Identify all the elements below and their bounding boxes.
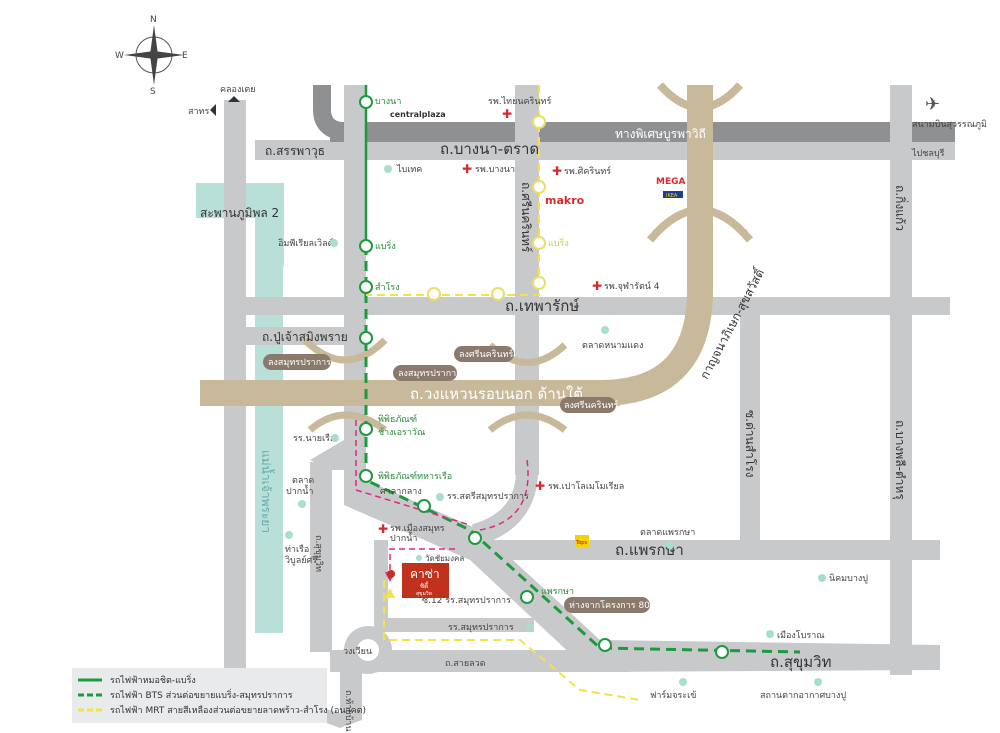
- bubble-exit-3: ลงศรีนครินทร์: [459, 348, 514, 360]
- road-label-sanphawut: ถ.สรรพาวุธ: [265, 144, 325, 159]
- road-label-sukhumvit: ถ.สุขุมวิท: [770, 653, 831, 672]
- hospital-icon: ✚: [552, 164, 562, 178]
- road-label-srinakarin: ถ.ศรีนครินทร์: [519, 182, 533, 253]
- project-name: คาซ่า: [410, 567, 440, 581]
- road-label-outer-ring: ถ.วงแหวนรอบนอก ด้านใต้: [410, 385, 583, 403]
- roundabout-label: วงเวียน: [343, 646, 372, 657]
- road-label-king-kaeo: ถ.กิ่งแก้ว: [893, 185, 909, 231]
- road-label-dan-samrong: ซ.ด่านสำโรง: [743, 410, 757, 478]
- logo-ikea: IKEA: [666, 193, 678, 199]
- place-nikhom: นิคมบางปู: [829, 573, 868, 584]
- compass-n: N: [150, 15, 157, 25]
- place-wat: วัดชัยมงคล: [425, 554, 464, 563]
- place-ancient-city: เมืองโบราณ: [777, 630, 825, 641]
- direction-khlong-toei[interactable]: คลองเตย: [220, 85, 256, 95]
- compass-e: E: [182, 51, 188, 61]
- legend: รถไฟฟ้าหมอชิต-แบริ่ง รถไฟฟ้า BTS ส่วนต่อ…: [72, 668, 366, 723]
- legend-item-mrt-yellow: รถไฟฟ้า MRT สายสีเหลืองส่วนต่อขยายลาดพร้…: [110, 705, 366, 716]
- station-naval-museum: พิพิธภัณฑ์ทหารเรือ: [378, 470, 452, 482]
- road-label-pu-chao: ถ.ปู่เจ้าสมิงพราย: [262, 330, 348, 345]
- airport-label: สนามบินสุวรรณภูมิ: [912, 119, 987, 130]
- logo-mega: MEGA: [656, 177, 685, 187]
- bubble-exit-2: ลงสมุทรปราการ: [398, 369, 461, 379]
- road-label-burapha: ทางพิเศษบูรพาวิถี: [615, 127, 706, 142]
- place-pier-1: ท่าเรือ: [285, 544, 309, 555]
- bubble-exit-1: ลงสมุทรปราการ: [268, 358, 331, 368]
- road-label-theparak: ถ.เทพารักษ์: [505, 297, 580, 315]
- places: รพ.ไทยนครินทร์ ✚ ไบเทค ✚ รพ.บางนา ✚ รพ.ศ…: [278, 95, 868, 701]
- bridge-label: สะพานภูมิพล 2: [200, 206, 279, 221]
- arrow-up-icon: [228, 96, 240, 102]
- station-bangna: บางนา: [375, 97, 401, 107]
- road-label-sukhumvit-old: ถ.สุขุมวิท: [313, 535, 324, 572]
- outer-ring-road: [200, 82, 754, 433]
- project-sub1: ซิตี้: [420, 580, 429, 590]
- hospital-icon: ✚: [592, 279, 602, 293]
- place-school: รร.สมุทรปราการ: [448, 623, 514, 633]
- arrow-left-icon: [210, 104, 216, 116]
- hospital-icon: ✚: [502, 107, 512, 121]
- compass-icon: N S E W: [115, 15, 188, 97]
- logo-makro: makro: [545, 194, 585, 207]
- station-erawan-2: ช้างเอราวัณ: [378, 427, 425, 438]
- hospital-icon: ✚: [535, 479, 545, 493]
- place-phraeksa-market: ตลาดแพรกษา: [640, 528, 695, 538]
- bubble-distance: ห่างจากโครงการ 800 ม.: [569, 600, 667, 611]
- place-imperial: อิมพีเรียลเวิลด์: [278, 237, 334, 249]
- place-bangna-hosp: รพ.บางนา: [475, 165, 515, 175]
- road-label-sai-luat: ถ.สายลวด: [445, 659, 486, 669]
- direction-chonburi[interactable]: ไปชลบุรี: [911, 148, 945, 159]
- hospital-icon: ✚: [462, 162, 472, 176]
- road-label-bangphli: ถ.บางพลี-ตำหรุ: [892, 420, 907, 500]
- station-markers: [359, 95, 729, 659]
- direction-sathon[interactable]: สาทร: [188, 107, 209, 117]
- station-phraeksa: แพรกษา: [541, 587, 574, 597]
- place-market-1: ตลาด: [292, 476, 314, 486]
- place-bangpu: สถานตากอากาศบางปู: [760, 691, 846, 701]
- place-market-2: ปากน้ำ: [286, 484, 313, 497]
- place-bitec: ไบเทค: [396, 164, 422, 175]
- road-label-thai-ban: ถ.ท้ายบ้าน: [343, 690, 354, 732]
- station-erawan-1: พิพิธภัณฑ์: [378, 413, 417, 425]
- place-thai-nakarin: รพ.ไทยนครินทร์: [488, 95, 551, 107]
- exit-bubbles: ลงสมุทรปราการ ลงสมุทรปราการ ลงศรีนครินทร…: [263, 346, 667, 613]
- compass-s: S: [150, 87, 156, 97]
- legend-item-bts-ext: รถไฟฟ้า BTS ส่วนต่อขยายแบริ่ง-สมุทรปรากา…: [110, 688, 293, 701]
- place-satri: รร.สตรีสมุทรปราการ: [447, 491, 529, 502]
- bubble-exit-4: ลงศรีนครินทร์: [564, 399, 619, 411]
- project-dot: [387, 570, 395, 578]
- station-baering: แบริ่ง: [375, 239, 396, 252]
- place-nam-daeng: ตลาดหนามแดง: [582, 341, 643, 351]
- place-muang-hosp-1: รพ.เมืองสมุทร: [390, 523, 445, 534]
- station-sala-klang: ศาลากลาง: [380, 487, 422, 497]
- logo-tops: Tops: [575, 540, 587, 546]
- legend-item-bts-main: รถไฟฟ้าหมอชิต-แบริ่ง: [110, 673, 196, 686]
- project-marker[interactable]: คาซ่า ซิตี้ สุขุมวิท: [387, 563, 449, 598]
- compass-w: W: [115, 51, 124, 61]
- project-sub2: สุขุมวิท: [416, 590, 432, 597]
- station-samrong: สำโรง: [375, 282, 400, 293]
- airplane-icon: ✈: [925, 94, 940, 115]
- place-sikarin: รพ.ศิครินทร์: [564, 165, 611, 177]
- place-chularat: รพ.จุฬารัตน์ 4: [604, 280, 660, 292]
- place-muang-hosp-2: ปากน้ำ: [390, 531, 417, 544]
- mrt-station-baering: แบริ่ง: [548, 236, 569, 249]
- place-paolo: รพ.เปาโลเมโมเรียล: [548, 481, 624, 492]
- place-pier-2: วิบูลย์ศรี: [285, 554, 317, 566]
- river-label: แม่น้ำเจ้าพระยา: [259, 450, 275, 533]
- road-label-bangna-trad: ถ.บางนา-ตราด: [440, 140, 539, 158]
- rail-lines: [355, 85, 801, 701]
- place-crocodile: ฟาร์มจระเข้: [650, 689, 696, 701]
- mrt-station-markers: [427, 115, 546, 301]
- hospital-icon: ✚: [378, 522, 388, 536]
- logo-central: centralplaza: [390, 110, 446, 119]
- place-naval-school: รร.นายเรือ: [293, 433, 335, 444]
- road-label-soi12: ซ.12 รร.สมุทรปราการ: [422, 596, 511, 606]
